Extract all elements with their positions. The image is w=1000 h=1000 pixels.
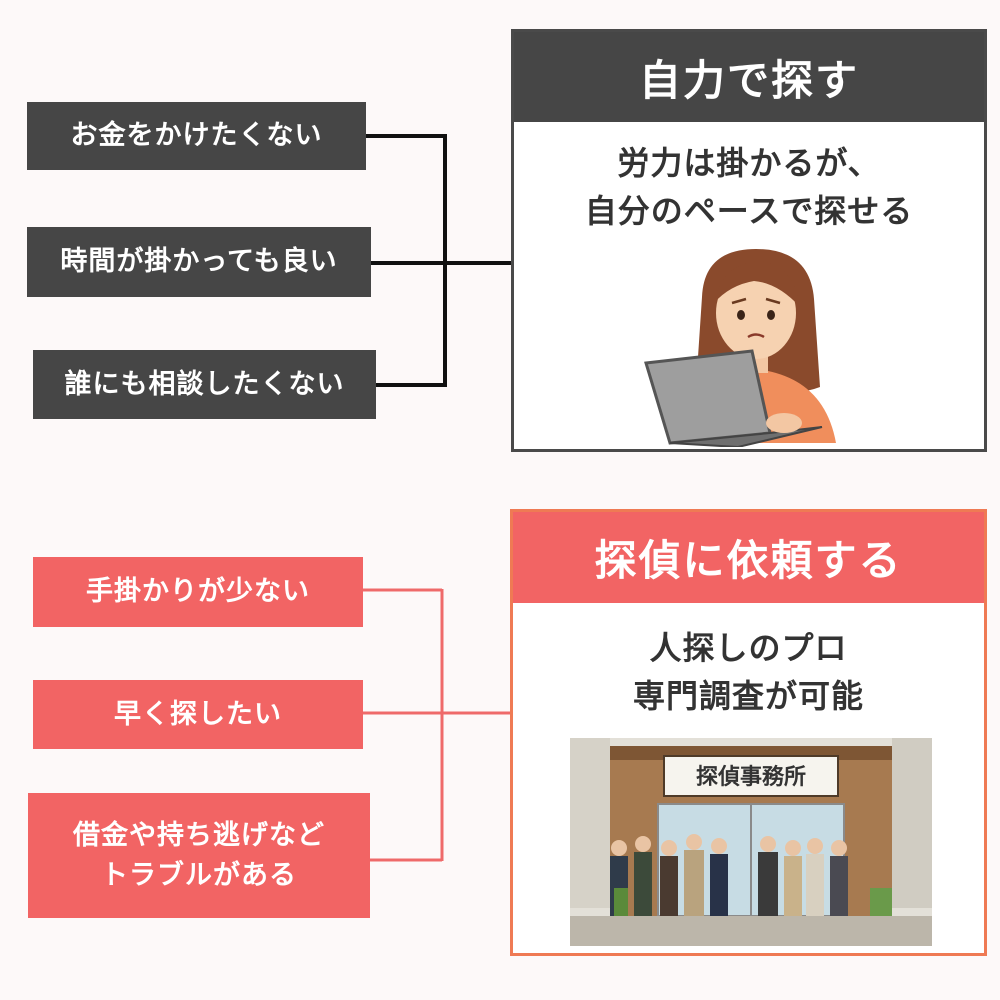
bottom-connector — [363, 588, 513, 862]
detective-title: 探偵に依頼する — [513, 512, 984, 603]
detective-description-line1: 人探しのプロ — [649, 629, 848, 667]
reason-few-clues: 手掛かりが少ない — [33, 557, 363, 627]
self-search-description-line1: 労力は掛かるが、 — [617, 144, 881, 182]
woman-with-laptop-icon — [644, 249, 836, 447]
office-sign-text: 探偵事務所 — [696, 764, 806, 790]
reason-trouble: 借金や持ち逃げなど トラブルがある — [28, 793, 370, 918]
reason-time-ok: 時間が掛かっても良い — [27, 227, 371, 297]
self-search-title: 自力で探す — [514, 32, 984, 122]
reason-no-consult: 誰にも相談したくない — [33, 350, 376, 419]
self-search-description-line2: 自分のペースで探せる — [584, 192, 914, 230]
detective-office-icon: 探偵事務所 — [570, 738, 932, 946]
reason-fast: 早く探したい — [33, 680, 363, 749]
reason-trouble-line2: トラブルがある — [101, 859, 297, 891]
reason-trouble-line1: 借金や持ち逃げなど — [73, 820, 325, 852]
detective-panel: 探偵に依頼する 人探しのプロ 専門調査が可能 探偵事務所 — [510, 509, 987, 956]
detective-description-line2: 専門調査が可能 — [632, 677, 864, 715]
reason-no-cost: お金をかけたくない — [27, 102, 366, 170]
detective-description: 人探しのプロ 専門調査が可能 — [513, 624, 984, 720]
self-search-panel: 自力で探す 労力は掛かるが、 自分のペースで探せる — [511, 29, 987, 452]
self-search-description: 労力は掛かるが、 自分のペースで探せる — [514, 139, 984, 235]
top-connector — [366, 134, 513, 387]
